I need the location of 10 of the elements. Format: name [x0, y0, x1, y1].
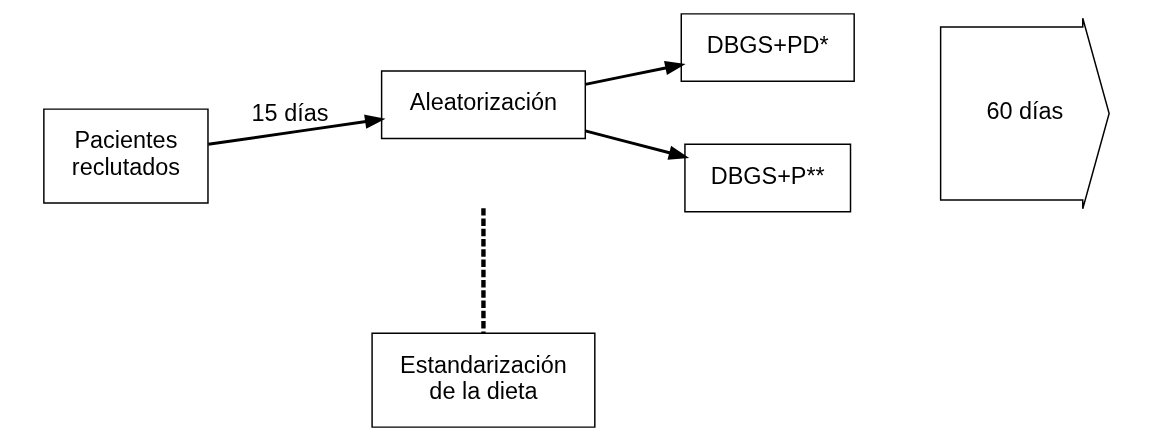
arrow [207, 114, 386, 146]
node-box: DBGS+P** [683, 143, 851, 213]
connector [480, 208, 486, 333]
node-box: Estandarización de la dieta [370, 332, 596, 428]
arrow [584, 61, 686, 86]
node-box: Aleatorización [380, 70, 586, 140]
node-box: Pacientes reclutados [42, 108, 209, 204]
edge-label: 15 días [251, 99, 328, 126]
node-box: DBGS+PD* [680, 13, 855, 83]
arrow [584, 129, 689, 160]
